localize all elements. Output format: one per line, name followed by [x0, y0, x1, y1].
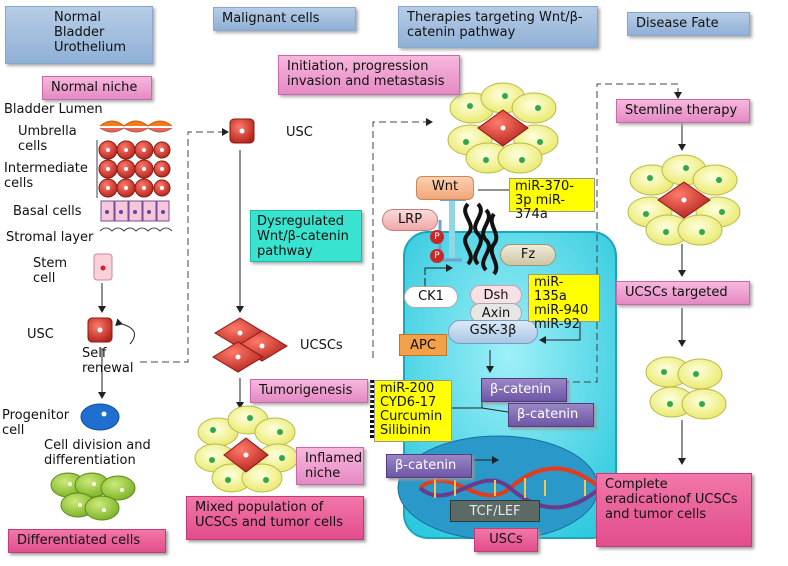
stromal-layer-label: Stromal layer	[6, 230, 94, 245]
fz-node: Fz	[500, 244, 556, 266]
phospho-2: P	[430, 249, 444, 263]
usc-malignant-label: USC	[286, 125, 313, 140]
tumorigenesis-label: Tumorigenesis	[250, 379, 368, 403]
differentiated-cells-label: Differentiated cells	[8, 529, 166, 553]
division-label: Cell division and differentiation	[44, 438, 151, 468]
mixed-population-label: Mixed population of UCSCs and tumor cell…	[186, 496, 364, 540]
basal-cells-label: Basal cells	[13, 204, 82, 219]
intermediate-cells-label: Intermediate cells	[4, 161, 88, 191]
tcf-lef-node: TCF/LEF	[450, 500, 540, 522]
dysregulated-label: Dysregulated Wnt/β-catenin pathway	[250, 210, 362, 262]
drugs-box: miR-200 CYD6-17 Curcumin Silibinin	[374, 380, 452, 442]
uscs-label: USCs	[474, 528, 538, 552]
progenitor-cell-label: Progenitor cell	[2, 408, 70, 438]
gsk3b-node: GSK-3β	[448, 320, 538, 344]
stem-cell-label: Stem cell	[33, 256, 68, 286]
beta-catenin-nucleus: β-catenin	[386, 454, 472, 478]
ucscs-cluster	[212, 317, 288, 373]
dsh-node: Dsh	[470, 285, 522, 305]
mir-135-940-92-box: miR-135a miR-940 miR-92	[528, 274, 600, 332]
mixed-population-cluster	[194, 405, 299, 493]
dna-helix	[418, 466, 602, 510]
apc-node: APC	[399, 334, 447, 356]
fz-receptor	[463, 202, 499, 276]
urothelium-tissue	[96, 120, 173, 232]
bladder-lumen-label: Bladder Lumen	[4, 102, 103, 117]
umbrella-cells-label: Umbrella cells	[18, 124, 77, 154]
mir-370-374-box: miR-370-3p miR-374a	[509, 178, 595, 222]
nucleus	[397, 435, 599, 541]
differentiated-cells-cluster	[50, 472, 136, 521]
wnt-node: Wnt	[416, 176, 474, 200]
usc-normal-label: USC	[27, 327, 54, 342]
lrp-node: LRP	[382, 209, 438, 231]
ucscs-targeted-label: UCSCs targeted	[616, 281, 750, 305]
beta-catenin-2: β-catenin	[508, 403, 594, 427]
header-therapies: Therapies targeting Wnt/β-catenin pathwa…	[398, 6, 598, 48]
beta-catenin-1: β-catenin	[481, 378, 567, 402]
header-normal: Normal Bladder Urothelium	[5, 6, 153, 64]
ck1-node: CK1	[404, 286, 458, 308]
progenitor-cell-shape	[80, 403, 120, 431]
normal-niche-label: Normal niche	[42, 76, 152, 100]
ucscs-label: UCSCs	[300, 338, 343, 353]
fate-bottom-cluster	[645, 356, 727, 420]
initiation-label: Initiation, progression invasion and met…	[278, 55, 460, 95]
header-malignant: Malignant cells	[213, 7, 356, 31]
eradication-label: Complete eradicationof UCSCs and tumor c…	[596, 473, 752, 547]
inflamed-niche-label: Inflamed niche	[296, 447, 364, 485]
self-renewal-label: Self renewal	[82, 346, 134, 376]
stemline-therapy-label: Stemline therapy	[616, 99, 750, 123]
header-fate: Disease Fate	[627, 12, 750, 36]
phospho-1: P	[430, 230, 444, 244]
